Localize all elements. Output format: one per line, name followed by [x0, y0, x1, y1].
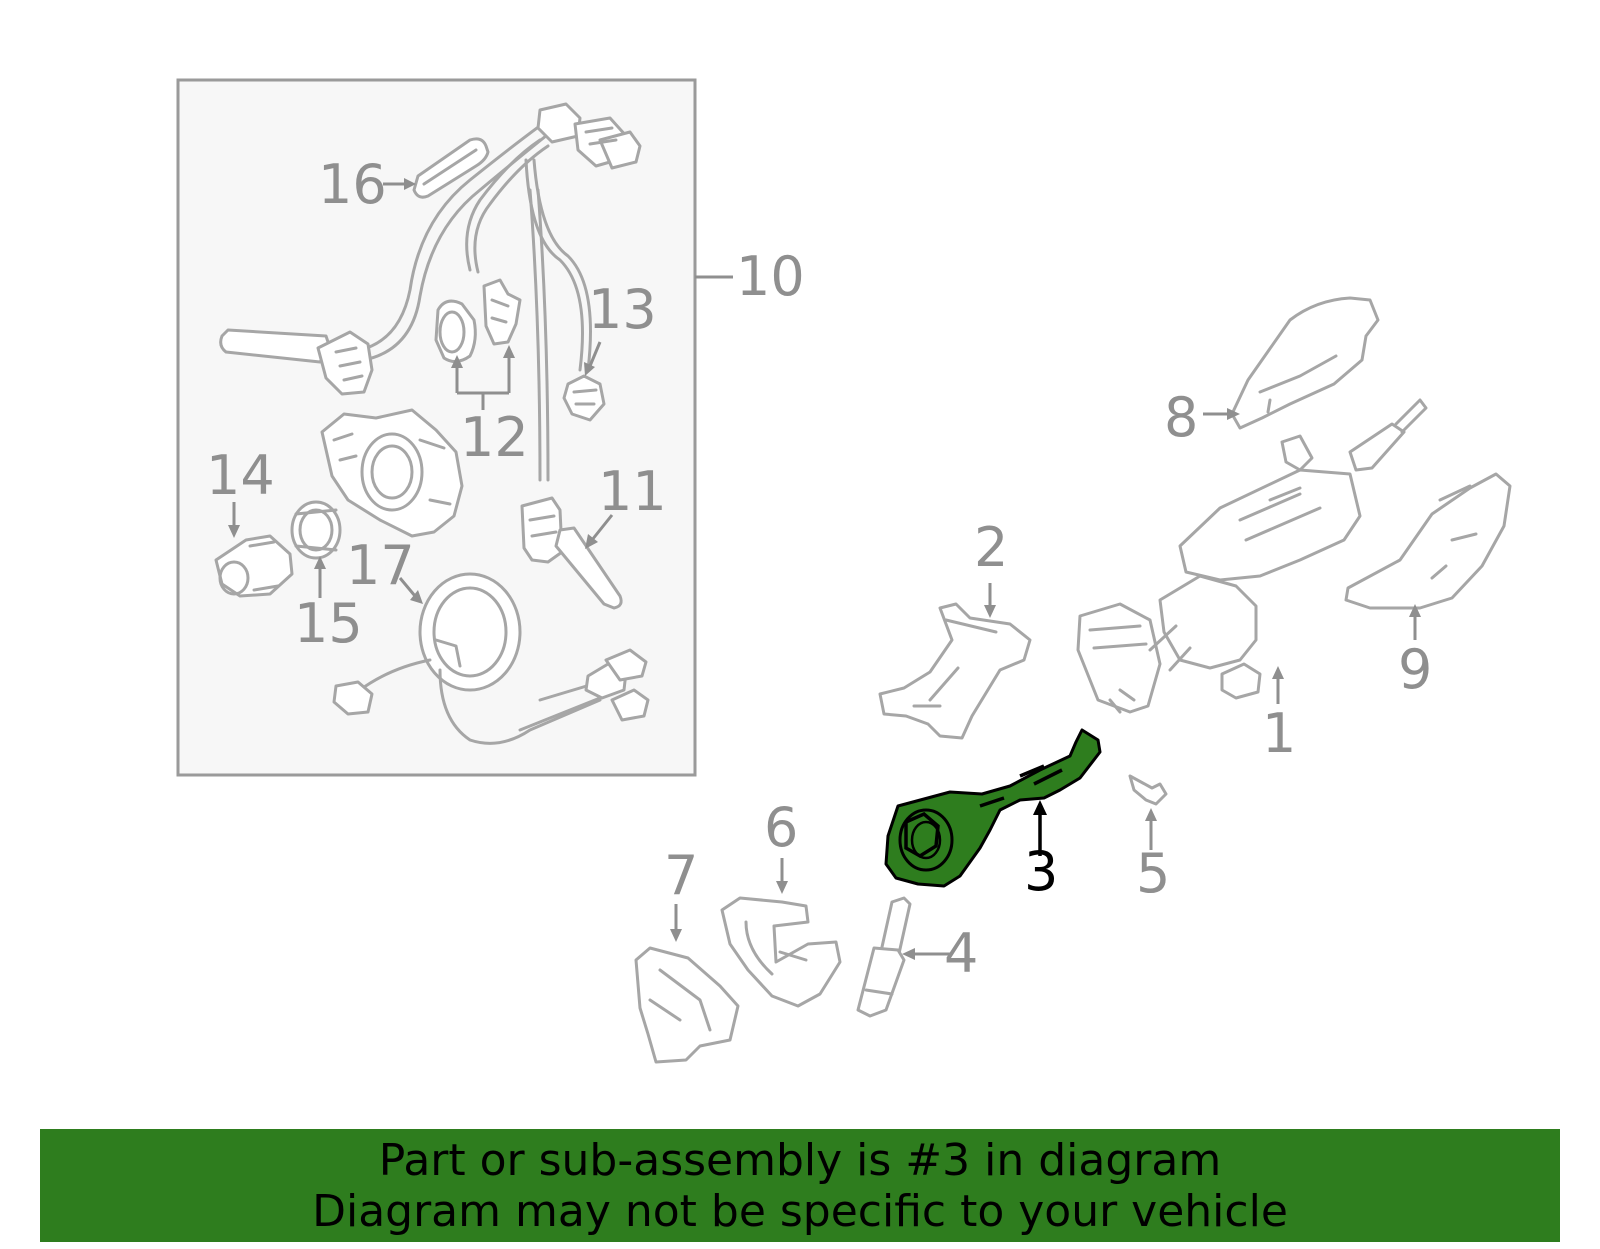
callout-16: 16 — [318, 153, 387, 216]
callout-10: 10 — [736, 245, 805, 308]
callout-6: 6 — [764, 796, 798, 859]
part-10-left-stalk — [219, 328, 374, 396]
callout-15: 15 — [294, 592, 363, 655]
part-8-upper-cover — [1203, 296, 1380, 430]
callout-8: 8 — [1164, 386, 1198, 449]
callout-3: 3 — [1024, 840, 1058, 903]
callout-7: 7 — [664, 844, 698, 907]
part-14-lock-cylinder — [214, 502, 294, 598]
part-6-plate — [720, 858, 842, 1008]
callouts: 16 10 13 12 14 11 17 15 8 2 9 1 6 3 5 7 … — [206, 153, 1432, 985]
callout-9: 9 — [1398, 638, 1432, 701]
part-10-wiring — [358, 102, 642, 482]
callout-4: 4 — [944, 922, 978, 985]
banner-line-1: Part or sub-assembly is #3 in diagram — [378, 1135, 1222, 1186]
part-5-bolt — [1128, 774, 1168, 850]
callout-5: 5 — [1136, 842, 1170, 905]
part-3-intermediate-shaft — [884, 728, 1102, 888]
part-11-right-stalk — [520, 496, 623, 610]
part-15-ring — [290, 500, 342, 598]
callout-11: 11 — [598, 460, 667, 523]
part-16-clip — [383, 137, 490, 199]
part-2-bracket — [878, 583, 1032, 740]
info-banner: Part or sub-assembly is #3 in diagram Di… — [40, 1129, 1560, 1242]
part-12-switches — [434, 278, 522, 410]
part-1-steering-column — [1076, 398, 1428, 714]
part-10-housing — [320, 408, 464, 538]
part-17-clockspring — [332, 572, 650, 745]
part-13-switch — [562, 341, 606, 422]
part-7-boot — [634, 904, 740, 1064]
callout-2: 2 — [974, 516, 1008, 579]
callout-13: 13 — [588, 278, 657, 341]
callout-17: 17 — [346, 534, 415, 597]
callout-14: 14 — [206, 444, 275, 507]
callout-12: 12 — [460, 406, 529, 469]
part-4-plunger — [856, 896, 952, 1018]
banner-line-2: Diagram may not be specific to your vehi… — [312, 1186, 1288, 1237]
callout-1: 1 — [1262, 702, 1296, 765]
part-9-lower-cover — [1344, 472, 1512, 640]
